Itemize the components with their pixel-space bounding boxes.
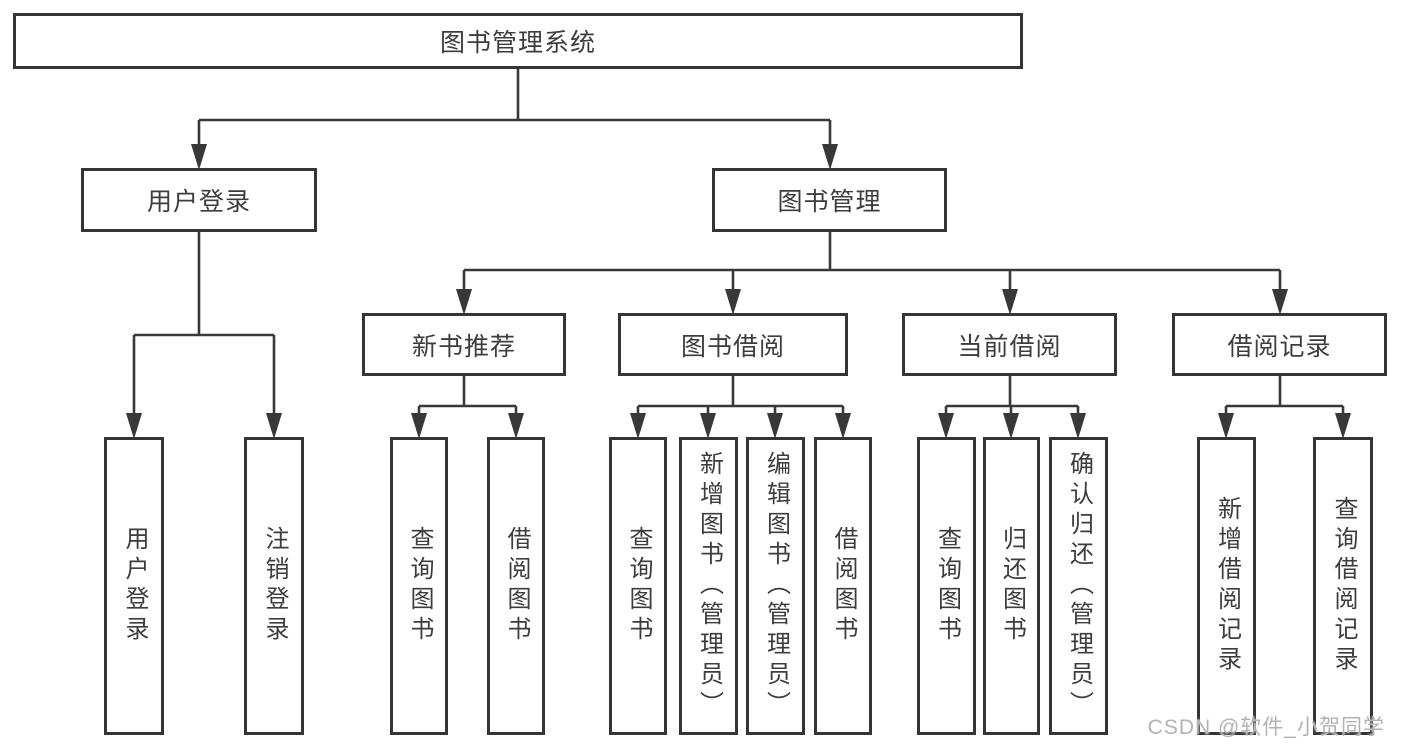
node-label: 查询借阅记录 [1330,496,1357,676]
node-label: 确认归还（管理员） [1065,451,1093,721]
node-label: 借阅图书 [830,526,857,646]
leaf-add-books-admin: 新增图书（管理员） [679,437,738,735]
node-label: 注销登录 [261,526,288,646]
node-label: 当前借阅 [957,332,1062,361]
node-label: 查询图书 [625,526,652,646]
leaf-confirm-return-admin: 确认归还（管理员） [1049,437,1108,735]
node-user-login: 用户登录 [81,168,317,232]
leaf-borrow-books-recommend: 借阅图书 [487,437,545,735]
node-label: 用户登录 [121,526,148,646]
node-label: 图书管理 [777,188,882,216]
node-label: 查询图书 [933,526,961,646]
leaf-query-books-current: 查询图书 [917,437,976,735]
leaf-logout: 注销登录 [244,437,304,735]
node-label: 借阅记录 [1227,332,1332,361]
node-label: 编辑图书（管理员） [762,451,790,721]
node-label: 新增图书（管理员） [695,451,723,721]
watermark: CSDN @软件_小贺同学 [1147,716,1385,739]
node-label: 图书管理系统 [439,29,596,57]
leaf-query-borrow-record: 查询借阅记录 [1313,437,1373,735]
leaf-borrow-books-borrowing: 借阅图书 [814,437,872,735]
node-label: 用户登录 [146,188,251,216]
node-book-borrowing: 图书借阅 [618,313,848,376]
leaf-edit-books-admin: 编辑图书（管理员） [746,437,805,735]
node-new-book-recommendation: 新书推荐 [362,313,566,376]
leaf-add-borrow-record: 新增借阅记录 [1197,437,1256,735]
node-label: 借阅图书 [503,526,530,646]
node-label: 查询图书 [406,526,433,646]
leaf-return-books: 归还图书 [983,437,1040,735]
node-label: 新增借阅记录 [1213,496,1241,676]
node-label: 新书推荐 [411,332,516,361]
leaf-query-books-recommend: 查询图书 [390,437,448,735]
node-label: 图书借阅 [680,332,785,361]
node-label: 归还图书 [998,526,1026,646]
node-library-management-system: 图书管理系统 [13,13,1023,69]
node-borrowing-records: 借阅记录 [1172,313,1387,376]
node-book-management: 图书管理 [712,168,947,232]
leaf-user-login: 用户登录 [104,437,164,735]
node-current-borrowing: 当前借阅 [902,313,1117,376]
leaf-query-books-borrowing: 查询图书 [609,437,667,735]
